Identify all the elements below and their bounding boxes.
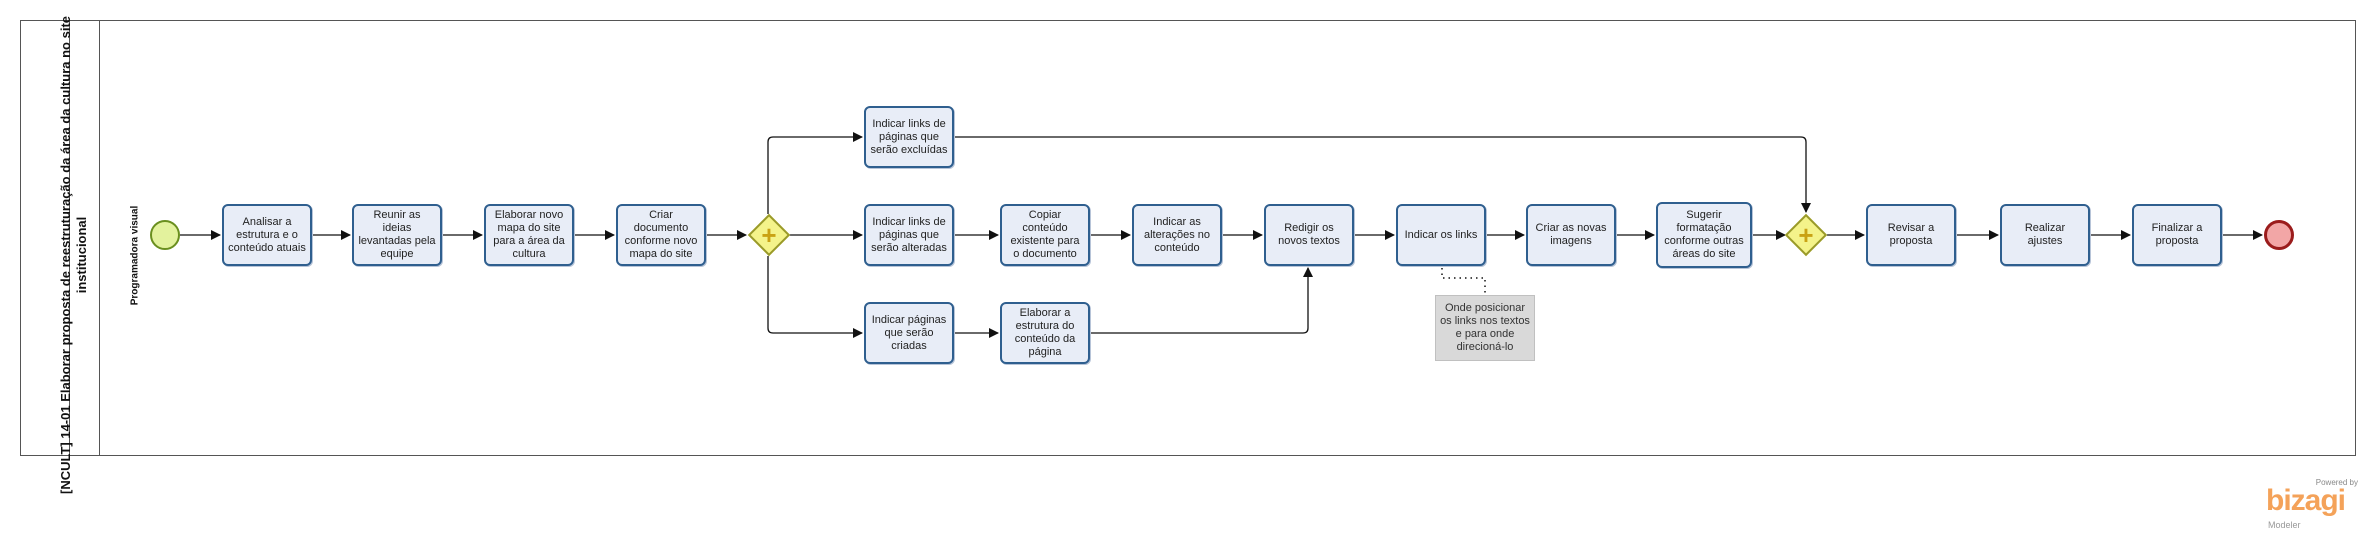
task-label: Analisar a estrutura e o conteúdo atuais (228, 215, 306, 254)
annotation-text: Onde posicionar os links nos textos e pa… (1440, 302, 1530, 353)
task-label: Elaborar novo mapa do site para a área d… (493, 209, 565, 260)
task-ajustes[interactable]: Realizar ajustes (2000, 204, 2090, 266)
end-event[interactable] (2264, 220, 2294, 250)
plus-icon: + (761, 219, 777, 250)
text-annotation[interactable]: Onde posicionar os links nos textos e pa… (1435, 295, 1535, 361)
task-label: Indicar links de páginas que serão alter… (871, 215, 947, 254)
task-indicar-links[interactable]: Indicar os links (1396, 204, 1486, 266)
logo-powered-text: Powered by (2315, 478, 2358, 487)
task-elaborar-mapa[interactable]: Elaborar novo mapa do site para a área d… (484, 204, 574, 266)
bizagi-logo: Powered by bizagi Modeler (2262, 478, 2358, 538)
task-criar-documento[interactable]: Criar documento conforme novo mapa do si… (616, 204, 706, 266)
task-revisar[interactable]: Revisar a proposta (1866, 204, 1956, 266)
flow-gateway-criadas (767, 256, 863, 338)
task-label: Reunir as ideias levantadas pela equipe (358, 209, 436, 260)
task-label: Indicar as alterações no conteúdo (1143, 215, 1211, 254)
plus-icon: + (1798, 219, 1814, 250)
task-elaborar-estrutura[interactable]: Elaborar a estrutura do conteúdo da pági… (1000, 302, 1090, 364)
lane-header: Programadora visual (70, 20, 141, 456)
start-event[interactable] (150, 220, 180, 250)
logo-sub: Modeler (2268, 520, 2301, 530)
task-links-alteradas[interactable]: Indicar links de páginas que serão alter… (864, 204, 954, 266)
flow-excluidas-gateway (954, 136, 1811, 213)
task-sugerir[interactable]: Sugerir formatação conforme outras áreas… (1656, 202, 1752, 268)
logo-name: bizagi (2266, 484, 2346, 517)
task-analisar[interactable]: Analisar a estrutura e o conteúdo atuais (222, 204, 312, 266)
task-redigir[interactable]: Redigir os novos textos (1264, 204, 1354, 266)
task-label: Redigir os novos textos (1278, 222, 1340, 247)
pool (20, 20, 2356, 456)
task-label: Criar as novas imagens (1535, 222, 1607, 247)
task-copiar[interactable]: Copiar conteúdo existente para o documen… (1000, 204, 1090, 266)
task-reunir[interactable]: Reunir as ideias levantadas pela equipe (352, 204, 442, 266)
task-label: Sugerir formatação conforme outras áreas… (1664, 209, 1744, 260)
task-label: Elaborar a estrutura do conteúdo da pági… (1014, 307, 1076, 358)
task-label: Indicar os links (1404, 228, 1478, 241)
task-criar-imagens[interactable]: Criar as novas imagens (1526, 204, 1616, 266)
task-label: Criar documento conforme novo mapa do si… (624, 209, 698, 260)
task-label: Realizar ajustes (2024, 222, 2066, 247)
flow-gateway-excluidas (767, 132, 863, 214)
annotation-association (1441, 268, 1486, 295)
task-label: Finalizar a proposta (2151, 222, 2203, 247)
task-label: Indicar páginas que serão criadas (871, 313, 947, 352)
task-alteracoes[interactable]: Indicar as alterações no conteúdo (1132, 204, 1222, 266)
task-finalizar[interactable]: Finalizar a proposta (2132, 204, 2222, 266)
task-paginas-criadas[interactable]: Indicar páginas que serão criadas (864, 302, 954, 364)
pool-header: [NCULT] 14-01 Elaborar proposta de reest… (20, 16, 89, 494)
task-label: Revisar a proposta (1887, 222, 1935, 247)
task-links-excluidas[interactable]: Indicar links de páginas que serão exclu… (864, 106, 954, 168)
task-label: Indicar links de páginas que serão exclu… (870, 117, 948, 156)
task-label: Copiar conteúdo existente para o documen… (1010, 209, 1080, 260)
flow-estrutura-redigir (1090, 267, 1313, 334)
